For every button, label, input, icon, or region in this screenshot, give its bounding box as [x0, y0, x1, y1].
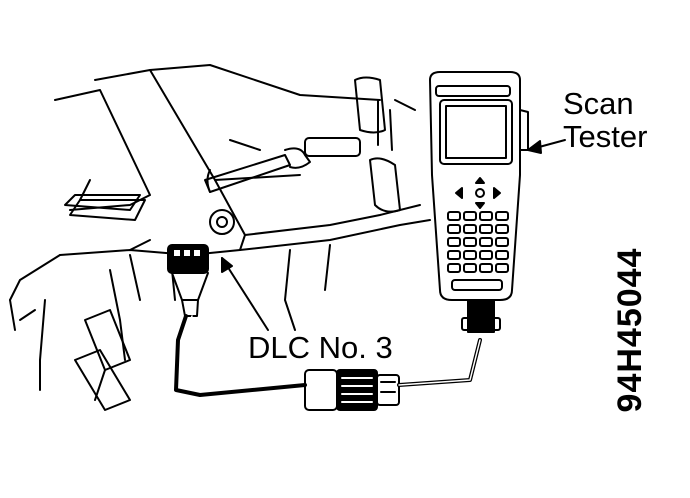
harness-cable — [174, 314, 307, 397]
adapter-connector — [304, 338, 482, 411]
center-console-vents — [354, 76, 401, 213]
steering-column-lever — [204, 137, 361, 193]
air-vent-left — [64, 194, 146, 221]
scan-tester-label-line1: Scan — [563, 86, 634, 121]
tester-keypad — [447, 211, 509, 291]
scan-tester-device — [429, 71, 529, 301]
dash-knob — [209, 209, 235, 235]
scan-tester-label-line2: Tester — [563, 119, 648, 154]
dlc-connector — [167, 244, 209, 317]
dlc-leader-arrow — [221, 257, 269, 331]
dlc-label: DLC No. 3 — [248, 330, 393, 365]
pedals — [74, 309, 131, 411]
scan-tester-leader-arrow — [527, 139, 566, 154]
figure-id-label: 94H45044 — [611, 247, 649, 413]
tester-plug — [461, 299, 501, 333]
